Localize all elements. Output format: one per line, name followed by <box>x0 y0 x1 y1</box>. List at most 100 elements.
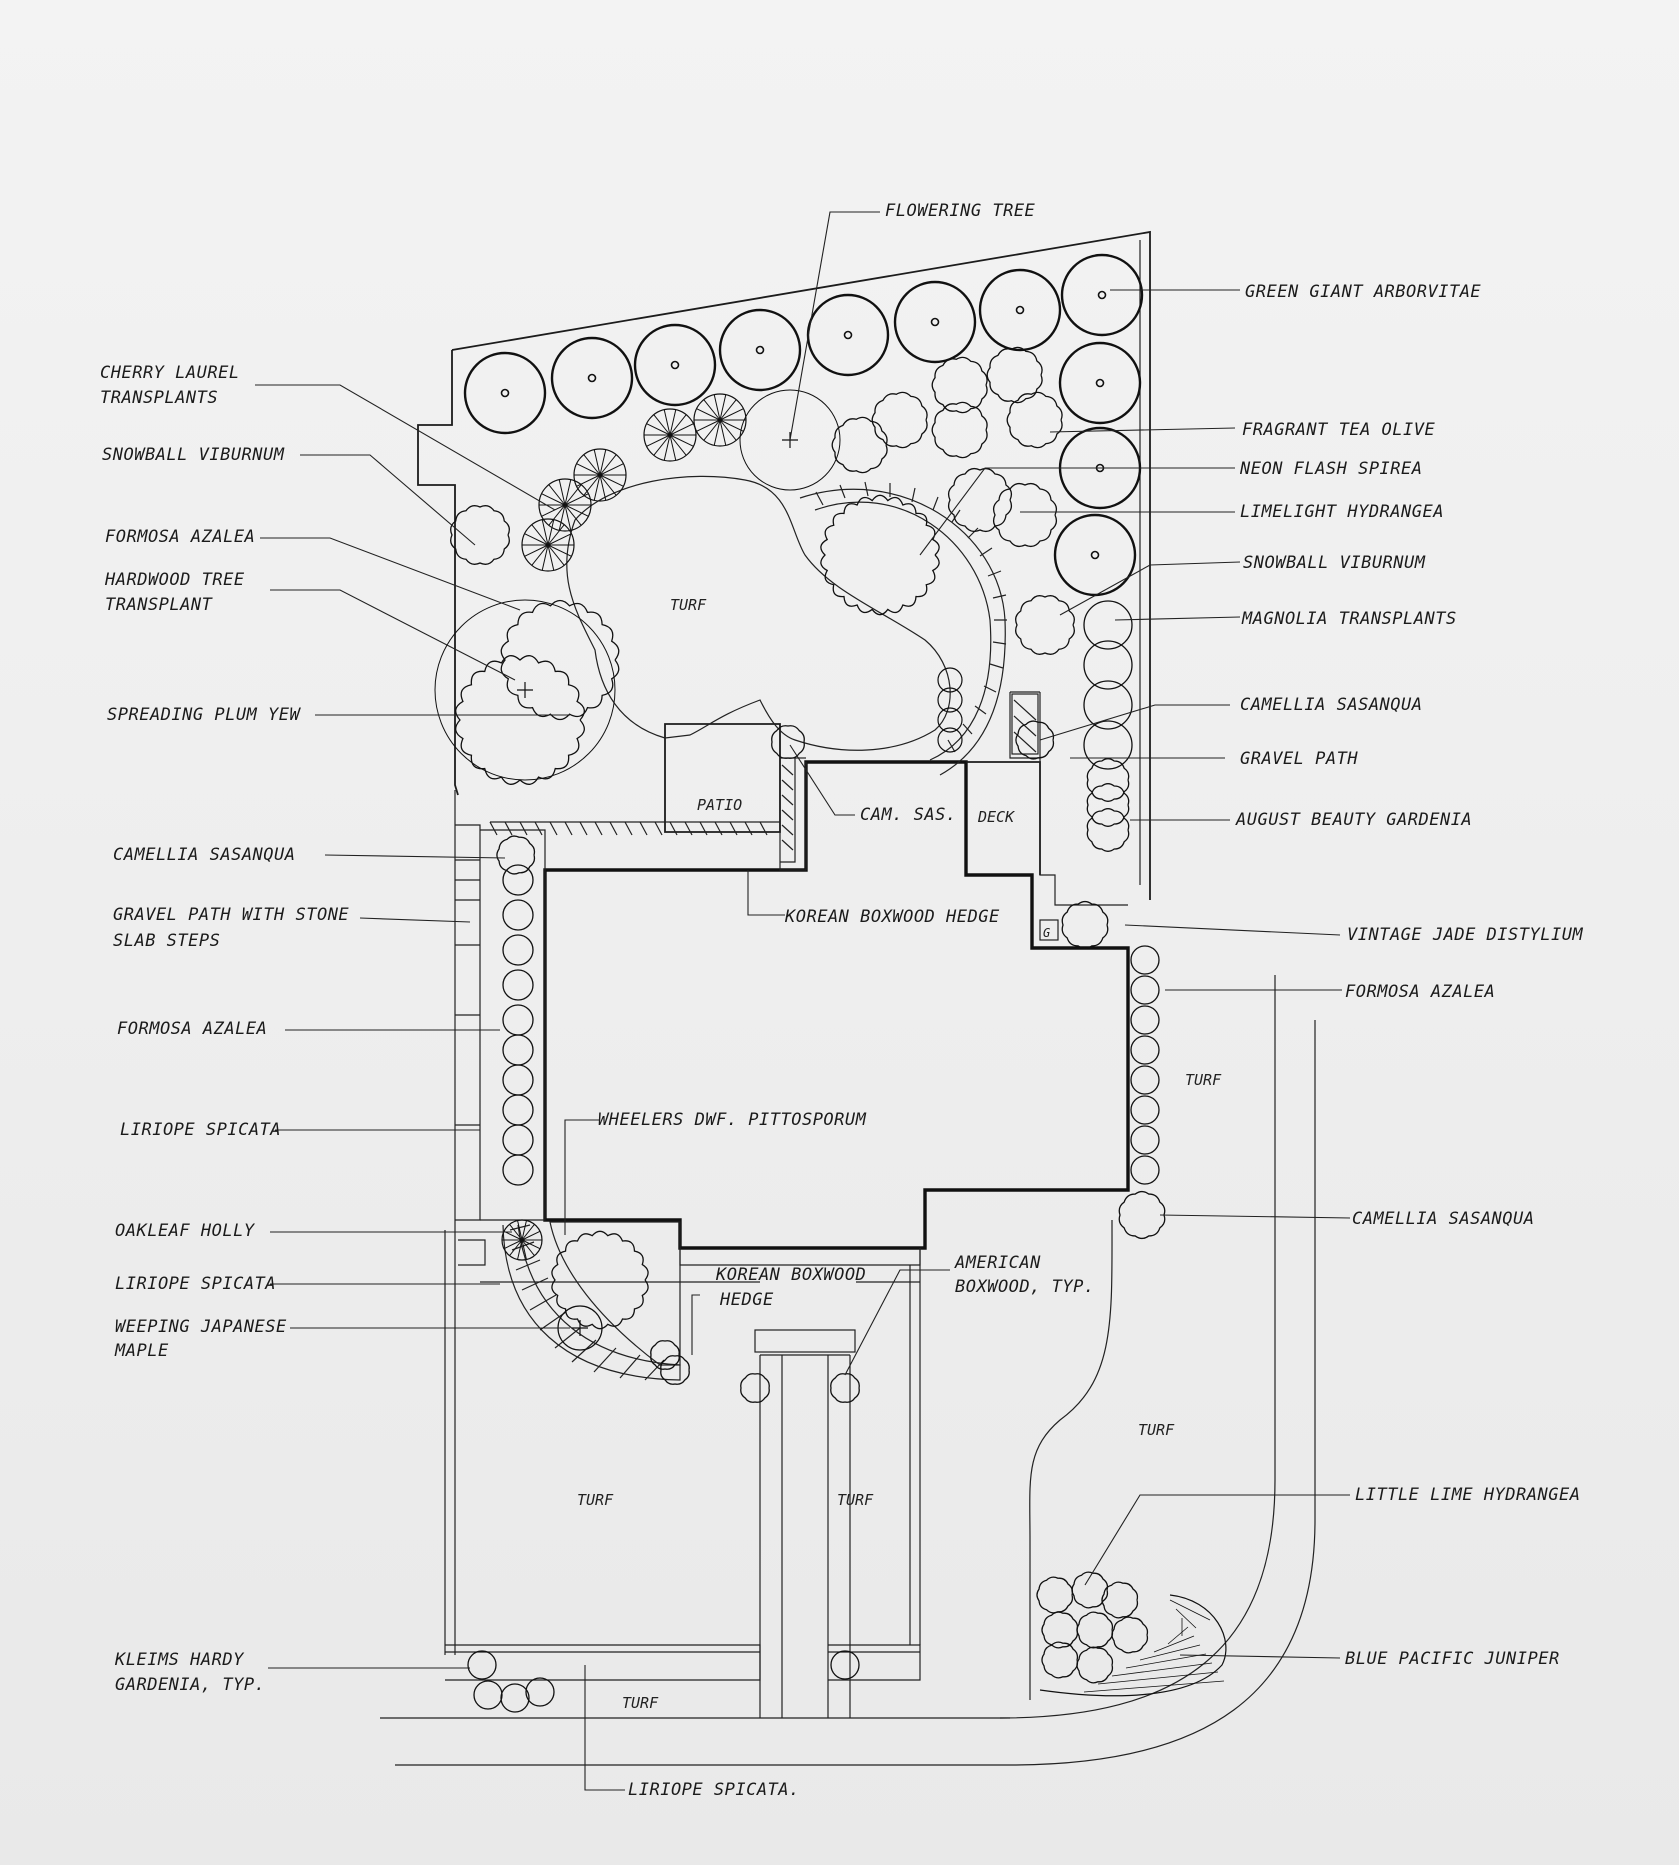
shrub-symbol <box>1015 595 1075 655</box>
gardenia-symbol <box>467 1650 497 1680</box>
label-cherry-laurel-2: TRANSPLANTS <box>100 388 218 408</box>
shrub-symbol <box>831 416 888 474</box>
shrub-symbol <box>937 707 963 733</box>
shrub-symbol <box>947 467 1013 533</box>
shrub-symbol <box>986 346 1043 404</box>
turf-label-center: TURF <box>837 1491 874 1509</box>
hardwood-tree-symbol <box>434 599 616 781</box>
label-american-boxwood: AMERICAN <box>954 1253 1041 1273</box>
gardenia-symbol <box>525 1677 555 1707</box>
arborvitae-symbol <box>718 308 802 392</box>
shrub-symbol <box>1041 1641 1079 1679</box>
label-formosa-azalea-top: FORMOSA AZALEA <box>105 527 255 547</box>
turf-label-mid: TURF <box>1138 1421 1175 1439</box>
azalea-symbol <box>1130 1065 1160 1095</box>
label-formosa-azalea-left: FORMOSA AZALEA <box>117 1019 267 1039</box>
property-lines <box>380 230 1316 1766</box>
label-oakleaf-holly: OAKLEAF HOLLY <box>115 1221 256 1241</box>
label-flowering-tree: FLOWERING TREE <box>885 201 1036 221</box>
arborvitae-symbol <box>806 293 890 377</box>
azalea-symbol <box>502 1124 534 1156</box>
arborvitae-symbol <box>1058 341 1142 425</box>
label-hardwood-tree-2: TRANSPLANT <box>105 595 214 615</box>
label-weeping-japanese-maple: WEEPING JAPANESE <box>115 1317 287 1337</box>
shrub-symbol <box>455 655 585 785</box>
arborvitae-symbol <box>978 268 1062 352</box>
label-snowball-viburnum-left: SNOWBALL VIBURNUM <box>102 445 285 465</box>
right-turf-edge <box>1029 1219 1113 1700</box>
shrub-symbol <box>1041 1611 1079 1649</box>
label-korean-boxwood-hedge: KOREAN BOXWOOD HEDGE <box>784 907 1000 927</box>
shrub-symbol <box>450 505 510 565</box>
label-liriope-spicata-bottom: LIRIOPE SPICATA. <box>628 1780 800 1800</box>
label-cam-sas: CAM. SAS. <box>860 805 957 825</box>
label-magnolia-transplants: MAGNOLIA TRANSPLANTS <box>1241 609 1457 629</box>
azalea-symbol <box>1130 1035 1160 1065</box>
arborvitae-symbol <box>463 351 547 435</box>
shrub-symbol <box>830 1373 860 1403</box>
shrub-symbol <box>1086 808 1130 852</box>
azalea-symbol <box>1130 1095 1160 1125</box>
gate-box <box>1039 919 1059 941</box>
label-camellia-sasanqua-right-2: CAMELLIA SASANQUA <box>1352 1209 1535 1229</box>
hedge-curve <box>799 481 1007 776</box>
shrub-symbol <box>1086 783 1130 827</box>
label-green-giant-arborvitae: GREEN GIANT ARBORVITAE <box>1245 282 1481 302</box>
label-limelight-hydrangea: LIMELIGHT HYDRANGEA <box>1240 502 1444 522</box>
label-snowball-viburnum-right: SNOWBALL VIBURNUM <box>1243 553 1426 573</box>
label-camellia-sasanqua-right: CAMELLIA SASANQUA <box>1240 695 1423 715</box>
shrub-symbol <box>1061 900 1109 950</box>
shrub-symbol <box>1076 1611 1114 1649</box>
flowering-tree-symbol <box>739 389 841 491</box>
shrub-symbol <box>1015 720 1055 760</box>
azalea-symbol <box>502 1034 534 1066</box>
gardenia-symbol <box>830 1650 860 1680</box>
shrub-symbol <box>1076 1646 1114 1684</box>
maple-bed <box>502 1221 681 1381</box>
gate-label: G <box>1043 926 1050 940</box>
gravel-path-left <box>455 824 486 1266</box>
azalea-symbol <box>502 899 534 931</box>
patio <box>664 723 781 833</box>
label-weeping-japanese-maple-2: MAPLE <box>114 1341 169 1361</box>
shrub-symbol <box>937 687 963 713</box>
turf-label-bottom: TURF <box>622 1694 659 1712</box>
shrub-symbol <box>1036 1576 1074 1614</box>
label-camellia-sasanqua-left: CAMELLIA SASANQUA <box>113 845 296 865</box>
gravel-path-right <box>1009 691 1128 906</box>
magnolia-symbol <box>1083 680 1133 730</box>
label-spreading-plum-yew: SPREADING PLUM YEW <box>107 705 301 725</box>
label-vintage-jade-distylium: VINTAGE JADE DISTYLIUM <box>1347 925 1583 945</box>
deck-label: DECK <box>977 808 1015 826</box>
label-kleims-hardy-gardenia: KLEIMS HARDY <box>114 1650 245 1670</box>
label-cherry-laurel: CHERRY LAUREL <box>100 363 240 383</box>
label-little-lime-hydrangea: LITTLE LIME HYDRANGEA <box>1355 1485 1580 1505</box>
left-beds <box>480 821 806 1221</box>
korean-boxwood-hedge <box>780 757 806 863</box>
shrub-symbol <box>1111 1616 1149 1654</box>
azalea-symbol <box>502 1004 534 1036</box>
label-hardwood-tree: HARDWOOD TREE <box>104 570 245 590</box>
gardenia-symbol <box>500 1683 530 1713</box>
label-korean-boxwood-front-2: HEDGE <box>719 1290 774 1310</box>
shrub-symbol <box>1086 758 1130 802</box>
shrub-symbol <box>937 727 963 753</box>
shrub-symbol <box>500 599 620 721</box>
label-august-beauty-gardenia: AUGUST BEAUTY GARDENIA <box>1235 810 1472 830</box>
azalea-symbol <box>502 1064 534 1096</box>
shrub-symbol <box>1118 1190 1166 1240</box>
azalea-symbol <box>502 1154 534 1186</box>
shrub-symbol <box>1071 1571 1109 1609</box>
shrub-symbol <box>931 356 988 414</box>
arborvitae-symbol <box>893 280 977 364</box>
label-gravel-path-steps-2: SLAB STEPS <box>113 931 220 951</box>
plant-labels: FLOWERING TREE GREEN GIANT ARBORVITAE CH… <box>100 201 1583 1800</box>
arborvitae-symbol <box>633 323 717 407</box>
azalea-symbol <box>1130 1005 1160 1035</box>
shrub-symbol <box>931 401 988 459</box>
shrub-symbol <box>740 1373 770 1403</box>
azalea-symbol <box>502 969 534 1001</box>
shrub-symbol <box>496 835 536 875</box>
